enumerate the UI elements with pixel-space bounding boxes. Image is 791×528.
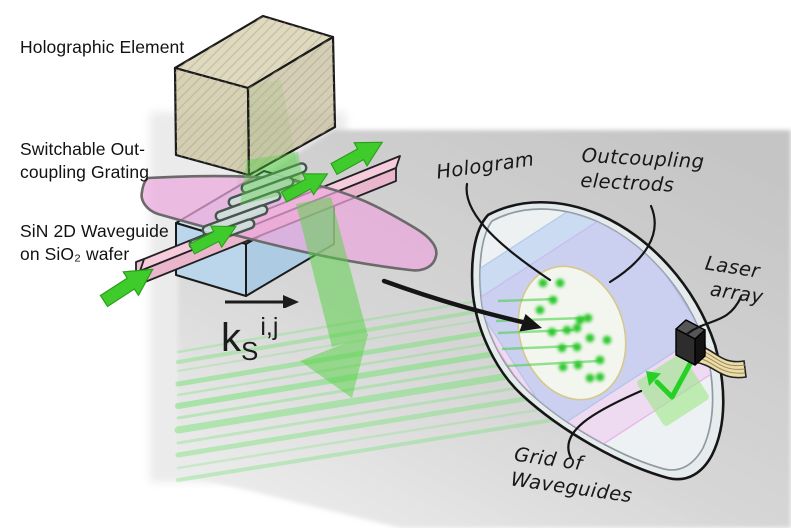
label-laser-array: Laser array	[699, 250, 769, 310]
label-sin-waveguide: SiN 2D Waveguide on SiO₂ wafer	[20, 220, 169, 266]
holographic-element-box	[173, 14, 337, 177]
label-sin-waveguide-line1: SiN 2D Waveguide	[20, 221, 169, 241]
k-vector-arrow-icon	[225, 295, 299, 309]
chip-schematic	[95, 14, 438, 398]
leader-laser-array	[685, 295, 743, 336]
leader-outcoupling	[608, 204, 656, 284]
hologram-pixel-dots	[535, 278, 612, 383]
k-subscript: S	[241, 336, 259, 366]
label-sin-waveguide-line2: on SiO₂ wafer	[20, 244, 130, 265]
label-switchable-grating-line1: Switchable Out-	[20, 139, 146, 159]
laser-array-chip	[675, 319, 706, 366]
leader-grid	[567, 389, 643, 460]
lens-illustration	[470, 201, 747, 481]
label-switchable-grating-line2: coupling Grating	[20, 162, 150, 183]
k-vector-label: kSi,j	[221, 293, 303, 367]
leader-hologram	[465, 182, 552, 282]
k-symbol: k	[221, 316, 241, 360]
k-superscript: i,j	[260, 313, 279, 341]
label-switchable-grating: Switchable Out- coupling Grating	[20, 138, 149, 184]
label-holographic-element: Holographic Element	[20, 37, 185, 57]
downward-beam-arrow	[296, 197, 368, 398]
waveguide-zigzag-arrow	[646, 359, 694, 400]
annotations	[381, 182, 743, 460]
zoom-callout-arrow	[381, 278, 542, 332]
label-outcoupling-electrodes: Outcoupling electrods	[580, 143, 705, 200]
